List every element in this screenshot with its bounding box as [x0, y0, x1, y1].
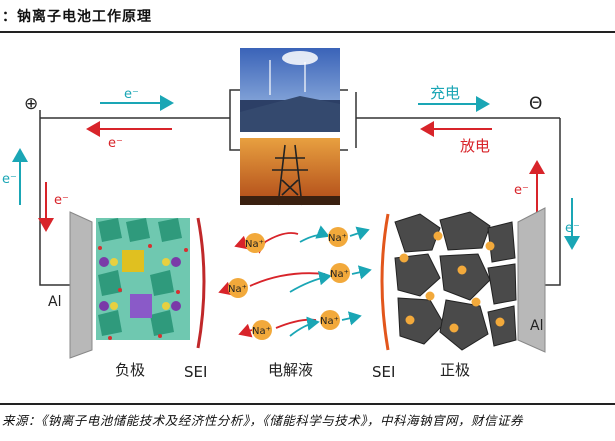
right-collector-label: Al [530, 318, 543, 334]
electron-label: e⁻ [2, 172, 17, 187]
anode-structure [96, 218, 190, 340]
cathode-structure [394, 211, 517, 351]
electron-label: e⁻ [514, 183, 529, 198]
figure-title: ：钠离子电池工作原理 [2, 9, 152, 25]
right-sei-layer [380, 213, 390, 351]
svg-text:Na⁺: Na⁺ [245, 239, 264, 250]
ion-migration [218, 225, 372, 338]
left-sei-layer [196, 217, 206, 349]
negative-terminal: Θ [529, 94, 542, 114]
left-current-collector [69, 211, 93, 359]
sodium-ion: Na⁺ [228, 278, 248, 298]
solar-wind-image [240, 48, 340, 132]
charge-label: 充电 [430, 84, 460, 102]
power-tower-image [240, 138, 340, 206]
svg-text:Na⁺: Na⁺ [228, 284, 247, 295]
sodium-ion: Na⁺ [328, 227, 348, 247]
svg-text:Na⁺: Na⁺ [252, 326, 271, 337]
positive-terminal: ⊕ [24, 94, 38, 114]
svg-text:Na⁺: Na⁺ [320, 316, 339, 327]
cathode-sodium-sites [399, 231, 505, 333]
electron-label: e⁻ [124, 87, 139, 102]
source-note: 来源：《钠离子电池储能技术及经济性分析》，《储能科学与技术》，中科海钠官网，财信… [2, 413, 524, 428]
right-sei-label: SEI [372, 363, 395, 381]
left-sei-label: SEI [184, 363, 207, 381]
electrolyte-label: 电解液 [268, 361, 313, 379]
cathode-label: 正极 [440, 361, 470, 379]
source-divider [0, 403, 615, 405]
sodium-ion: Na⁺ [245, 233, 265, 253]
electron-label: e⁻ [108, 136, 123, 151]
left-collector-label: Al [48, 294, 61, 310]
anode-label: 负极 [115, 361, 145, 379]
title-divider [0, 31, 615, 33]
electron-label: e⁻ [565, 221, 580, 236]
electron-label: e⁻ [54, 193, 69, 208]
svg-text:Na⁺: Na⁺ [330, 269, 349, 280]
sodium-ion: Na⁺ [252, 320, 272, 340]
svg-text:Na⁺: Na⁺ [328, 233, 347, 244]
sodium-ion: Na⁺ [330, 263, 350, 283]
discharge-label: 放电 [460, 137, 490, 155]
right-current-collector [517, 207, 546, 353]
sodium-ion: Na⁺ [320, 310, 340, 330]
external-circuit [39, 89, 561, 286]
